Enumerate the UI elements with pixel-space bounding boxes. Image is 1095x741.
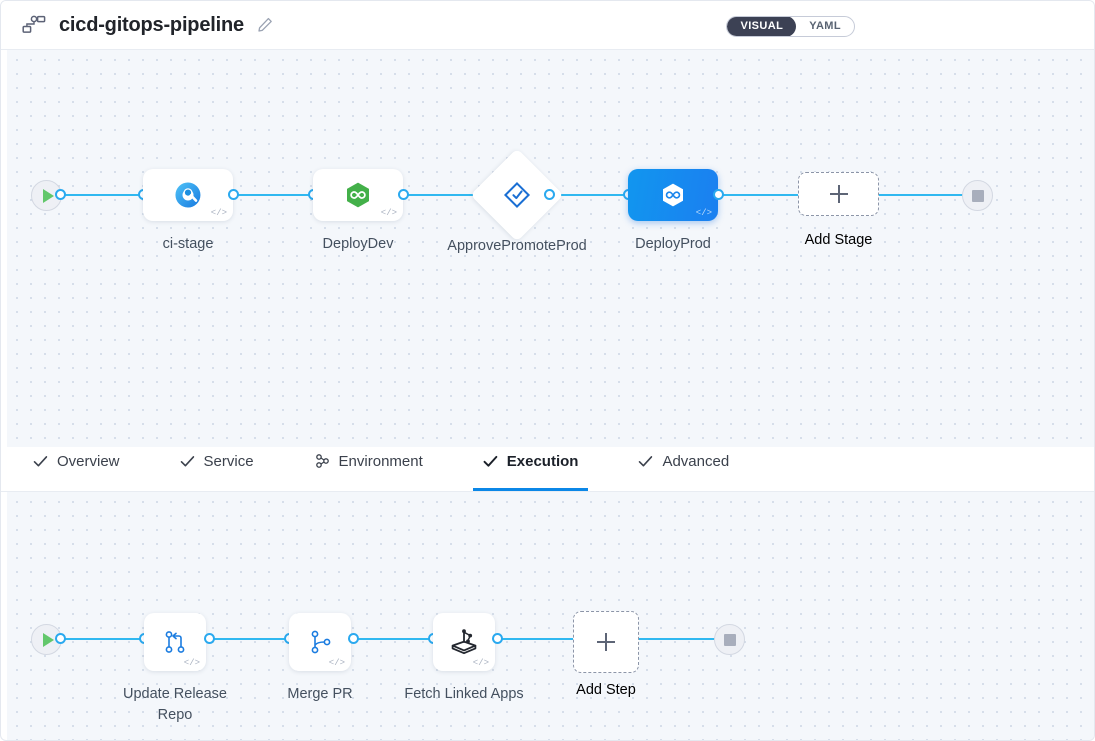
stage-node-3-out-port[interactable] — [544, 189, 555, 200]
step-wire-3 — [349, 638, 435, 640]
check-icon — [180, 455, 195, 468]
git-branch-icon — [311, 630, 331, 654]
add-step-label: Add Step — [576, 682, 636, 698]
approval-check-icon — [502, 180, 532, 210]
step-node-label-update-release-repo: Update Release Repo — [123, 686, 227, 723]
add-stage-label: Add Stage — [804, 232, 873, 248]
tab-advanced[interactable]: Advanced — [628, 447, 739, 491]
check-icon — [638, 455, 653, 468]
step-node-1-out-port[interactable] — [204, 633, 215, 644]
pencil-icon[interactable] — [256, 16, 274, 34]
pipeline-nodes-icon — [21, 12, 47, 38]
ci-build-icon — [175, 182, 201, 208]
stage-wire-1 — [59, 194, 149, 196]
check-icon — [483, 455, 498, 468]
tab-label: Overview — [57, 453, 120, 470]
step-node-3-out-port[interactable] — [492, 633, 503, 644]
stage-wire-5 — [713, 194, 799, 196]
argocd-dark-icon — [451, 629, 477, 655]
stage-node-label-ci-stage: ci-stage — [162, 236, 214, 252]
stage-config-tabs: Overview Service Environment — [1, 447, 1094, 492]
step-wire-1 — [59, 638, 145, 640]
step-wire-2 — [205, 638, 291, 640]
stage-node-ci-stage[interactable]: </> — [143, 169, 233, 221]
environment-icon — [314, 454, 330, 469]
argocd-white-icon — [663, 183, 683, 207]
stage-node-deploy-prod[interactable]: </> — [628, 169, 718, 221]
code-glyph-icon: </> — [472, 658, 489, 668]
check-icon — [33, 455, 48, 468]
stage-wire-6 — [879, 194, 975, 196]
stage-node-approve-promote-prod[interactable] — [470, 148, 564, 242]
git-merge-icon — [165, 631, 185, 653]
stage-node-1-out-port[interactable] — [228, 189, 239, 200]
stage-node-label-approve-promote-prod: ApprovePromoteProd — [447, 238, 587, 254]
argocd-green-icon — [347, 182, 369, 208]
code-glyph-icon: </> — [328, 658, 345, 668]
step-node-merge-pr[interactable]: </> — [289, 613, 351, 671]
code-glyph-icon: </> — [210, 208, 227, 218]
tab-execution[interactable]: Execution — [472, 447, 589, 491]
stage-wire-4 — [549, 194, 649, 196]
stage-node-label-deploy-dev: DeployDev — [322, 236, 394, 252]
step-node-update-release-repo[interactable]: </> — [144, 613, 206, 671]
tab-label: Advanced — [662, 453, 730, 470]
view-mode-toggle[interactable]: VISUAL YAML — [726, 16, 855, 37]
add-stage-button[interactable] — [798, 172, 879, 216]
stage-node-deploy-dev[interactable]: </> — [313, 169, 403, 221]
step-graph-canvas[interactable]: </> Update Release Repo </> Merge PR — [7, 492, 1094, 740]
toggle-option-yaml[interactable]: YAML — [809, 20, 841, 32]
step-node-label-merge-pr: Merge PR — [287, 686, 353, 702]
step-end-node[interactable] — [714, 624, 745, 655]
stage-graph-canvas[interactable]: </> ci-stage </> DeployDev Approve — [7, 50, 1094, 447]
step-node-2-out-port[interactable] — [348, 633, 359, 644]
tab-service[interactable]: Service — [170, 447, 264, 491]
play-icon — [43, 632, 54, 647]
toggle-option-visual[interactable]: VISUAL — [727, 17, 797, 36]
stage-node-4-out-port[interactable] — [713, 189, 724, 200]
add-step-button[interactable] — [573, 611, 639, 673]
stage-start-port[interactable] — [55, 189, 66, 200]
step-start-port[interactable] — [55, 633, 66, 644]
step-wire-5 — [638, 638, 724, 640]
stop-icon — [723, 633, 736, 646]
header-bar: cicd-gitops-pipeline VISUAL YAML — [1, 1, 1094, 50]
stage-wire-3 — [399, 194, 489, 196]
code-glyph-icon: </> — [695, 208, 712, 218]
stage-node-2-out-port[interactable] — [398, 189, 409, 200]
step-node-label-fetch-linked-apps: Fetch Linked Apps — [404, 686, 524, 702]
step-node-fetch-linked-apps[interactable]: </> — [433, 613, 495, 671]
tab-label: Execution — [506, 453, 579, 470]
stage-wire-2 — [229, 194, 319, 196]
stage-end-node[interactable] — [962, 180, 993, 211]
play-icon — [43, 188, 54, 203]
stop-icon — [971, 189, 984, 202]
page-title: cicd-gitops-pipeline — [59, 13, 244, 36]
stage-node-label-deploy-prod: DeployProd — [635, 236, 711, 252]
tab-label: Service — [203, 453, 254, 470]
tab-label: Environment — [338, 453, 423, 470]
tab-environment[interactable]: Environment — [304, 447, 433, 491]
tab-overview[interactable]: Overview — [23, 447, 130, 491]
step-wire-4 — [493, 638, 573, 640]
code-glyph-icon: </> — [183, 658, 200, 668]
code-glyph-icon: </> — [380, 208, 397, 218]
